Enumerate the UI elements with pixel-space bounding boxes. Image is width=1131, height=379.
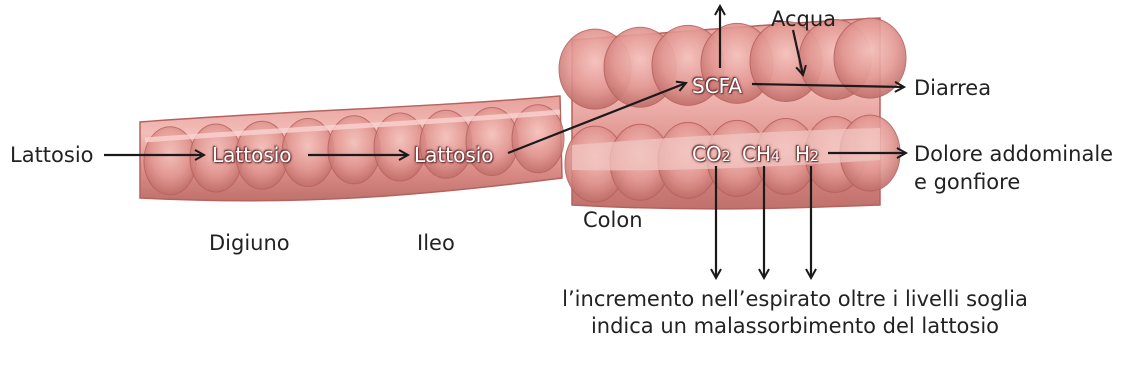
breath-test-note: l’incremento nell’espirato oltre i livel…	[545, 286, 1045, 340]
colon-label: Colon	[583, 208, 643, 232]
digiuno-label: Digiuno	[209, 231, 290, 255]
dolore-line1-label: Dolore addominale	[914, 142, 1113, 166]
lattosio-digiuno-label: Lattosio	[212, 143, 292, 167]
acqua-label: Acqua	[771, 7, 836, 31]
diarrea-label: Diarrea	[914, 76, 991, 100]
scfa-label: SCFA	[692, 74, 742, 98]
lattosio-input-label: Lattosio	[10, 143, 94, 167]
small-intestine-illustration	[140, 96, 564, 201]
lattosio-ileo-label: Lattosio	[414, 143, 494, 167]
dolore-line2-label: e gonfiore	[914, 170, 1020, 194]
co2-label: CO2	[692, 142, 731, 166]
ileo-label: Ileo	[417, 231, 455, 255]
h2-label: H2	[795, 142, 819, 166]
ch4-label: CH4	[742, 142, 780, 166]
